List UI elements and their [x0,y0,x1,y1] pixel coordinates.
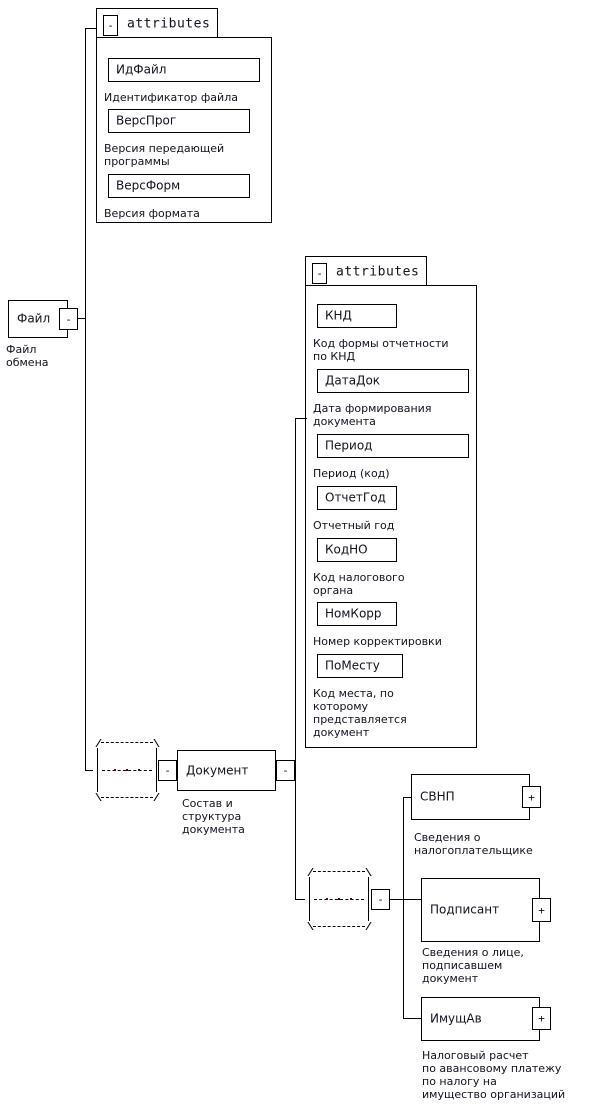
attribute-name: Период [325,438,373,453]
sequence-corner-icon [363,868,373,876]
node-podpisant-label: Подписант [430,902,500,917]
attribute-name: ДатаДок [325,373,381,388]
children-sequence-expander[interactable]: - [371,889,390,910]
document-right-expander[interactable]: - [276,760,295,781]
sequence-corner-icon [363,922,373,930]
attribute-name: НомКорр [325,606,382,621]
node-document[interactable]: Документ [177,750,276,791]
attribute-description: Дата формирования документа [313,402,432,428]
trunk-file-vertical [85,28,86,771]
sequence-corner-icon [93,739,103,747]
attribute-field-pomestu[interactable]: ПоМесту [317,654,403,678]
node-podpisant-caption: Сведения о лице, подписавшем документ [422,946,524,985]
attribute-field-knd[interactable]: КНД [317,304,397,328]
sequence-corner-icon [151,739,161,747]
attribute-field-nomkorr[interactable]: НомКорр [317,602,397,626]
attribute-field-otchetgod[interactable]: ОтчетГод [317,486,397,510]
node-podpisant-expander[interactable]: + [532,898,551,922]
node-file-expander[interactable]: - [59,308,78,330]
sequence-dot [350,898,352,900]
sequence-dot [126,769,128,771]
connector-children-sequence-to-branch [389,899,403,900]
attribute-name: КодНО [325,542,368,557]
node-svnp-expander[interactable]: + [522,786,541,808]
attribute-field-versform[interactable]: ВерсФорм [108,174,250,198]
attribute-name: КНД [325,308,352,323]
attribute-name: ОтчетГод [325,490,386,505]
sequence-left-border [309,877,310,921]
sequence-corner-icon [305,922,315,930]
connector-branch-to-imushav [403,1018,422,1019]
node-document-caption: Состав и структура документа [182,797,245,836]
sequence-dot [138,769,140,771]
file-attributes-header-label: attributes [127,16,211,31]
connector-trunk-to-file-attributes [85,28,97,29]
trunk-document-vertical [295,418,296,900]
file-attributes-body [96,37,272,223]
node-imushav-label: ИмущАв [430,1011,482,1026]
connector-branch-to-podpisant [403,899,422,900]
node-file[interactable]: Файл [8,300,68,338]
sequence-bottom-border [313,926,365,927]
sequence-corner-icon [305,868,315,876]
attribute-name: ПоМесту [325,658,380,673]
document-attributes-body [305,285,477,748]
node-file-caption: Файл обмена [6,343,49,369]
attribute-description: Код места, по которому представляется до… [313,687,407,739]
attribute-description: Период (код) [313,467,390,480]
connector-document-trunk-to-attributes [295,418,307,419]
document-attributes-header-label: attributes [336,264,420,279]
node-file-label: Файл [17,311,51,326]
sequence-compositor-children[interactable] [304,868,374,930]
node-imushav-expander[interactable]: + [532,1007,551,1030]
attribute-description: Отчетный год [313,519,395,532]
attribute-field-datadoc[interactable]: ДатаДок [317,369,469,393]
attribute-description: Код формы отчетности по КНД [313,337,449,363]
sequence-right-border [156,748,157,792]
connector-trunk-to-document-sequence [85,770,93,771]
sequence-compositor-document[interactable] [92,739,162,801]
node-document-label: Документ [186,763,249,777]
sequence-dot [326,898,328,900]
sequence-right-border [368,877,369,921]
trunk-children-vertical [403,797,404,1019]
sequence-top-border [313,871,365,872]
attribute-field-idfile[interactable]: ИдФайл [108,58,260,82]
sequence-bottom-border [101,797,153,798]
attribute-description: Код налогового органа [313,571,405,597]
attribute-field-versprog[interactable]: ВерсПрог [108,109,250,133]
sequence-corner-icon [151,793,161,801]
sequence-dot [114,769,116,771]
connector-branch-to-svnp [403,797,412,798]
connector-document-trunk-to-child-sequence [295,899,305,900]
attribute-description: Версия передающей программы [104,142,225,168]
node-svnp[interactable]: СВНП [411,774,530,820]
document-attributes-expander[interactable]: - [312,263,327,284]
attribute-description: Идентификатор файла [104,91,238,104]
node-imushav[interactable]: ИмущАв [421,997,540,1041]
document-attributes-block: attributes - КНД Код формы отчетности по… [305,256,477,748]
attribute-name: ВерсФорм [116,178,181,193]
attribute-field-period[interactable]: Период [317,434,469,458]
node-svnp-label: СВНП [420,789,455,804]
node-svnp-caption: Сведения о налогоплательщике [414,831,533,857]
connector-root-to-trunk [78,318,86,319]
file-attributes-block: attributes - ИдФайл Идентификатор файла … [96,8,272,223]
document-left-expander[interactable]: - [158,760,177,781]
attribute-field-kodno[interactable]: КодНО [317,538,397,562]
sequence-dot [338,898,340,900]
attribute-name: ИдФайл [116,62,167,77]
attribute-description: Версия формата [104,207,200,220]
attribute-name: ВерсПрог [116,113,177,128]
attribute-description: Номер корректировки [313,635,442,648]
sequence-corner-icon [93,793,103,801]
sequence-left-border [97,748,98,792]
sequence-top-border [101,742,153,743]
file-attributes-expander[interactable]: - [103,15,118,36]
node-imushav-caption: Налоговый расчет по авансовому платежу п… [422,1049,566,1101]
node-podpisant[interactable]: Подписант [421,878,540,942]
